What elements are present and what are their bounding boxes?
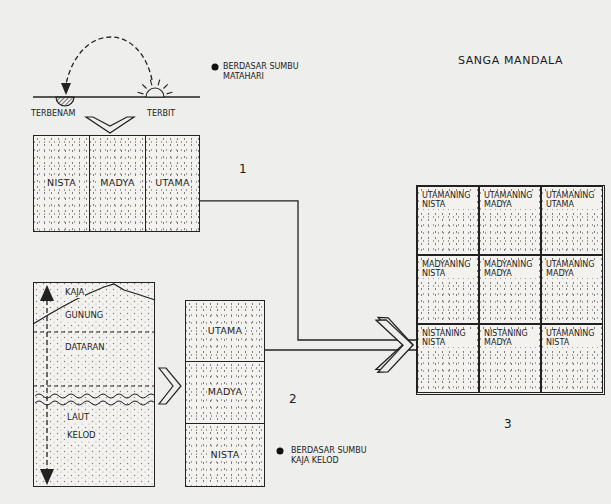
mountain-outline [33,284,155,324]
axis-note: BERDASAR SUMBU MATAHARI [222,62,308,81]
sea-waves [35,394,155,398]
zone-box: NISTA [185,423,265,487]
mandala-cell: UTAMANING MADYA [541,255,603,324]
grid-heading: SANGA MANDALA [457,55,564,68]
zone-divider [33,386,155,387]
zone-label: NISTANING NISTA [421,329,475,347]
zone-label: MADYANING NISTA [421,260,475,278]
zone-label: KAJA [64,288,85,298]
sun-ray [142,84,146,88]
zone-box: UTAMA [145,135,200,232]
zone-label: NISTA [46,178,77,189]
rising-sun [146,88,164,97]
zone-label: DATARAN [64,343,106,353]
bullet-dot [212,64,219,71]
down-chevron [86,117,134,133]
zone-box: NISTA [33,135,90,232]
zone-label: LAUT [66,413,90,423]
open-arrowhead [376,319,414,372]
callout-number: 1 [238,162,248,176]
mandala-cell: UTAMANING UTAMA [541,186,603,255]
zone-label: KELOD [66,431,97,441]
sea-waves [35,401,155,405]
bullet-dot [277,448,284,455]
mandala-cell: UTAMANING NISTA [417,186,479,255]
zone-label: UTAMANING MADYA [545,260,599,278]
direction-label: TERBIT [146,109,176,119]
sun-arc [66,37,152,84]
zone-box: MADYA [185,361,265,424]
zone-label: MADYA [99,178,136,189]
mandala-cell: UTAMANING MADYA [479,186,541,255]
right-chevron [159,368,181,404]
zone-box: MADYA [89,135,146,232]
axis-note: BERDASAR SUMBU KAJA KELOD [290,446,384,465]
zone-label: GUNUNG [64,311,104,321]
sun-ray [158,80,160,86]
sun-ray [167,92,173,94]
setting-sun [56,97,74,106]
zone-label: UTAMANING UTAMA [545,191,599,209]
zone-box: UTAMA [185,300,265,362]
zone-label: MADYA [207,387,244,398]
mandala-cell: MADYANING MADYA [479,255,541,324]
illustration-ground [33,282,155,487]
zone-label: UTAMA [207,326,244,337]
zone-label: NISTA [209,450,240,461]
zone-label: NISTANING MADYA [483,329,537,347]
kaja-kelod-illustration: KAJA GUNUNG DATARAN LAUT KELOD [33,282,155,487]
sun-ray [150,80,152,86]
zone-label: MADYANING MADYA [483,260,537,278]
connector-line [265,349,416,350]
direction-label: TERBENAM [30,109,76,119]
callout-number: 2 [288,392,298,406]
zone-divider [33,332,155,333]
sun-rays [138,80,173,94]
connector [265,319,416,372]
zone-label: UTAMANING MADYA [483,191,537,209]
arc-arrowhead [61,83,71,95]
mandala-cell: NISTANING NISTA [417,324,479,393]
down-arrowhead [40,469,54,485]
axis-line [46,300,47,470]
mandala-cell: NISTANING MADYA [479,324,541,393]
mandala-cell: UTAMANING NISTA [541,324,603,393]
zone-label: UTAMANING NISTA [545,329,599,347]
zone-label: UTAMANING NISTA [421,191,475,209]
sun-ray [138,92,144,94]
zone-label: UTAMA [154,178,191,189]
up-arrowhead [40,285,54,301]
mandala-grid: SANGA MANDALAUTAMANING NISTAUTAMANING MA… [416,185,605,395]
mandala-cell: MADYANING NISTA [417,255,479,324]
callout-number: 3 [503,417,513,431]
sun-ray [164,84,168,88]
